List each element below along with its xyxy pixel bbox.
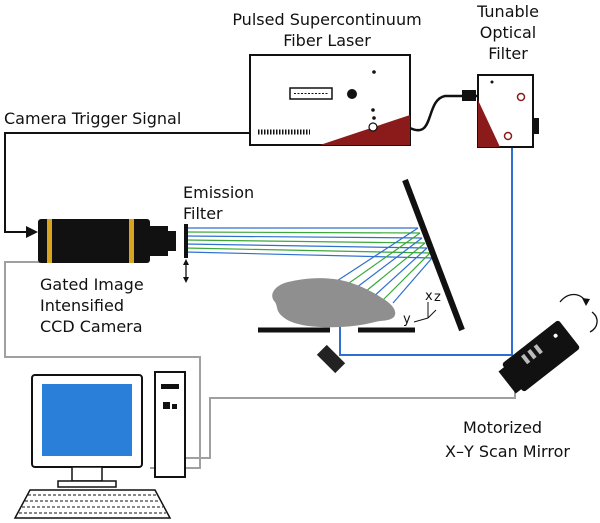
axis-label-x: x <box>425 289 433 304</box>
axis-label-z: z <box>434 290 441 305</box>
camera-computer-cable <box>4 261 201 469</box>
sample-stage <box>258 278 437 333</box>
laser-label-line1: Pulsed Supercontinuum <box>232 10 421 29</box>
axis-label-y: y <box>403 312 411 327</box>
camera-label-line1: Gated Image <box>40 275 144 294</box>
filter-label-line2: Optical <box>480 23 537 42</box>
fiber-filter-to-mirror <box>498 146 513 356</box>
trigger-label: Camera Trigger Signal <box>4 109 181 128</box>
emission-label-line1: Emission <box>183 183 254 202</box>
camera-label-line3: CCD Camera <box>40 317 143 336</box>
mirror-label-line1: Motorized <box>463 418 542 437</box>
trigger-wire <box>4 132 250 233</box>
ccd-camera <box>38 219 176 263</box>
fiber-connector <box>462 90 476 101</box>
computer <box>13 371 186 519</box>
laser-label-line2: Fiber Laser <box>283 31 371 50</box>
fold-mirror <box>402 178 465 332</box>
computer-mirror-cable <box>185 385 516 459</box>
mouse-silhouette <box>272 278 396 328</box>
keyboard <box>13 489 172 519</box>
scan-mirror <box>498 320 580 394</box>
camera-label-line2: Intensified <box>40 296 124 315</box>
emission-filter <box>183 224 189 283</box>
tunable-filter <box>477 74 539 148</box>
excitation-beam <box>339 318 500 356</box>
filter-label-line3: Filter <box>488 44 528 63</box>
emission-label-line2: Filter <box>183 204 223 223</box>
rotation-arrows <box>559 293 598 333</box>
emission-rays <box>184 227 433 304</box>
steering-optic <box>316 344 346 374</box>
filter-label-line1: Tunable <box>476 2 539 21</box>
trigger-arrowhead <box>26 226 38 238</box>
fiber-laser <box>249 54 411 146</box>
fiber-laser-to-filter <box>409 94 478 132</box>
mirror-label-line2: X–Y Scan Mirror <box>445 442 570 461</box>
